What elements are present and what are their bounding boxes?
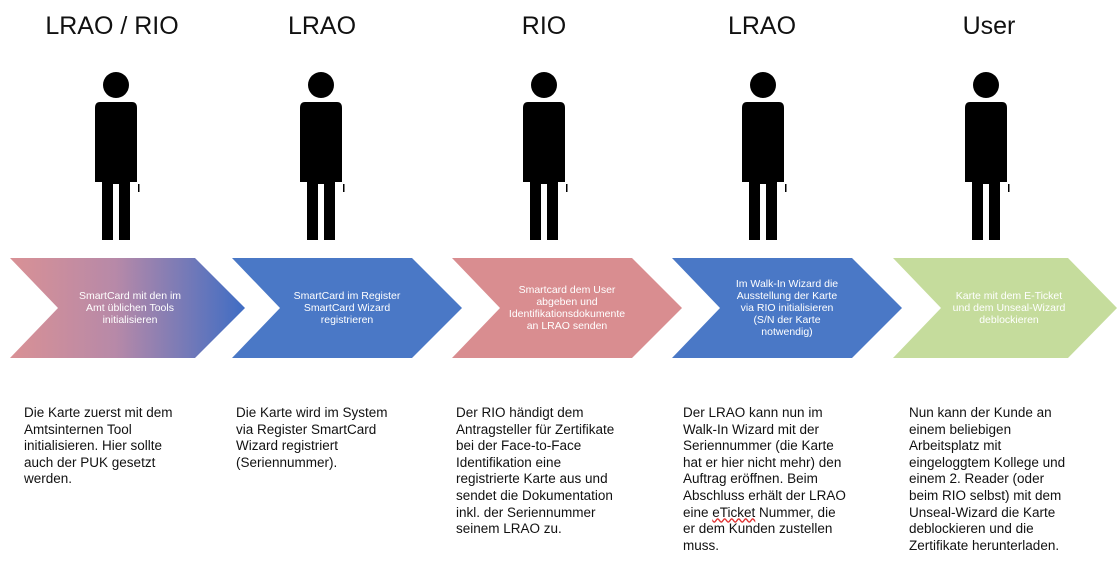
desc-part: Der LRAO kann nun im Walk-In Wizard mit … bbox=[683, 405, 846, 520]
person-icon bbox=[95, 72, 140, 240]
role-label: RIO bbox=[521, 12, 567, 40]
step-3: RIO bbox=[432, 0, 656, 581]
person-icon bbox=[523, 72, 568, 240]
person-icon bbox=[965, 72, 1010, 240]
person-icon bbox=[300, 72, 345, 240]
process-text: Smartcard dem User abgeben und Identifik… bbox=[508, 284, 626, 332]
process-flow bbox=[10, 258, 1117, 358]
eticket-word: eTicket bbox=[712, 504, 756, 520]
desc-part: Nummer, die er dem Kunden zustellen muss… bbox=[683, 504, 836, 553]
step-description: Die Karte zuerst mit dem Amtsinternen To… bbox=[24, 405, 173, 487]
step-2: LRAO bbox=[210, 0, 434, 581]
process-text: Im Walk-In Wizard die Ausstellung der Ka… bbox=[735, 278, 839, 338]
step-description: Der LRAO kann nun im Walk-In Wizard mit … bbox=[683, 405, 893, 554]
step-4: LRAO bbox=[650, 0, 874, 581]
step-1: LRAO / RIO bbox=[0, 0, 224, 581]
step-5: User bbox=[877, 0, 1101, 581]
chevron-arrow-4 bbox=[672, 258, 902, 358]
chevron-arrow-1 bbox=[10, 258, 245, 358]
chevron-arrow-3 bbox=[452, 258, 682, 358]
role-label: User bbox=[962, 12, 1016, 40]
role-label: LRAO / RIO bbox=[45, 12, 179, 40]
step-description: Die Karte wird im System via Register Sm… bbox=[236, 405, 388, 470]
process-text: Karte mit dem E-Ticket und dem Unseal-Wi… bbox=[952, 290, 1066, 326]
role-label: LRAO bbox=[287, 12, 357, 40]
role-label: LRAO bbox=[727, 12, 797, 40]
person-icon bbox=[742, 72, 787, 240]
process-text: SmartCard im Register SmartCard Wizard r… bbox=[293, 290, 401, 326]
chevron-arrow-2 bbox=[232, 258, 462, 358]
chevron-arrow-5 bbox=[893, 258, 1117, 358]
step-description: Nun kann der Kunde an einem beliebigen A… bbox=[909, 405, 1066, 553]
step-description: Der RIO händigt dem Antragsteller für Ze… bbox=[456, 405, 615, 537]
process-text: SmartCard mit den im Amt üblichen Tools … bbox=[78, 290, 182, 326]
